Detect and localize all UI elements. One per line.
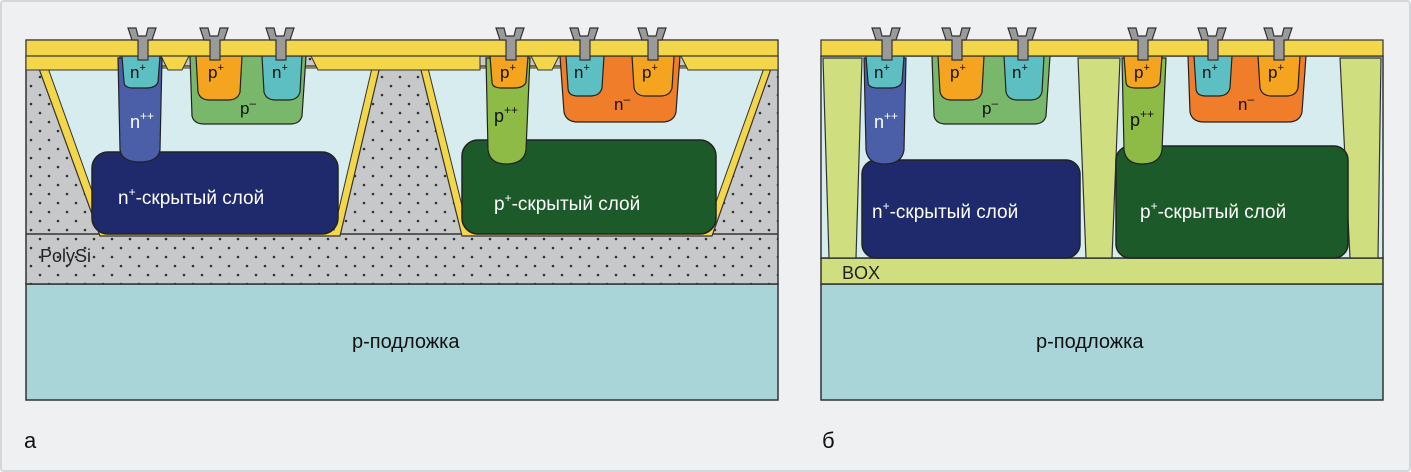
panel-a-contact-4 [495, 27, 525, 61]
panel-a-n-buried-label: n+-скрытый слой [118, 185, 264, 209]
panel-b-n-plus-3 [1193, 55, 1233, 97]
panel-b-n-minus-label: n– [1238, 92, 1254, 114]
panel-a-p-plus-label-3: p+ [642, 62, 658, 82]
panel-b-letter: б [822, 428, 835, 453]
panel-a-contact-2 [199, 27, 229, 61]
panel-b-n-buried-label: n+-скрытый слой [872, 199, 1018, 223]
panel-a-p-plus-label-2: p+ [500, 62, 516, 82]
panel-b-substrate-label: р-подложка [1036, 331, 1144, 353]
panel-b-p-plus-label-2: p+ [1134, 62, 1150, 82]
panel-b-p-plus-label-1: p+ [950, 62, 966, 82]
panel-b-contact-2 [941, 27, 971, 61]
panel-a-p-minus-label: p– [240, 96, 256, 118]
panel-a-letter: а [24, 428, 37, 453]
panel-a-p-pp-label: p++ [494, 103, 518, 126]
panel-b-substrate [820, 283, 1384, 401]
panel-b-contact-4 [1127, 27, 1157, 61]
panel-a-n-buried-layer [91, 151, 339, 235]
panel-a-contact-1 [127, 27, 157, 61]
panel-a-n-plus-1 [121, 55, 161, 89]
panel-a-polysi-label: PolySi [40, 246, 91, 266]
panel-a-p-buried-layer [461, 139, 717, 235]
panel-b-trench-2 [1077, 57, 1121, 259]
panel-b-p-buried-label: p+-скрытый слой [1140, 199, 1286, 223]
panel-a-substrate-label: р-подложка [352, 331, 460, 353]
panel-b-n-plus-label-1: n+ [874, 62, 890, 82]
panel-a-n-pp-label: n++ [130, 109, 154, 132]
panel-b-n-plus-2 [1003, 55, 1045, 101]
panel-a-p-plus-2 [489, 55, 529, 89]
panel-a-n-minus-label: n– [614, 92, 630, 114]
panel-a-contact-6 [637, 27, 667, 61]
panel-b-n-buried-layer [861, 159, 1081, 259]
panel-b: n+ n++ p+ n+ p– p+ p++ n+ p+ n– n+-скрыт… [820, 27, 1384, 453]
panel-b-p-plus-label-3: p+ [1268, 62, 1284, 82]
panel-a-p-plus-1 [195, 55, 243, 101]
panel-a-substrate [25, 283, 779, 401]
panel-a-p-buried-label: p+-скрытый слой [494, 191, 640, 215]
panel-b-contact-6 [1263, 27, 1293, 61]
panel-a-n-plus-2 [261, 55, 303, 101]
panel-b-n-pp-label: n++ [874, 109, 898, 132]
panel-b-p-buried-layer [1115, 145, 1349, 259]
panel-b-trench-1 [822, 57, 863, 259]
panel-a-contact-3 [265, 27, 295, 61]
panel-a: n+ n++ p+ n+ p– p+ p++ n+ p+ n– n+-скрыт… [24, 27, 779, 453]
panel-a-n-plus-label-2: n+ [272, 62, 288, 82]
panel-b-n-plus-1 [865, 55, 905, 89]
panel-b-n-plus-label-2: n+ [1012, 62, 1028, 82]
panel-a-p-plus-label-1: p+ [208, 62, 224, 82]
panel-a-n-plus-label-1: n+ [130, 62, 146, 82]
panel-a-n-plus-label-3: n+ [574, 62, 590, 82]
panel-a-n-plus-3 [565, 55, 605, 97]
panel-b-contact-1 [871, 27, 901, 61]
panel-b-p-plus-2 [1123, 55, 1163, 89]
panel-b-p-pp-label: p++ [1130, 107, 1154, 130]
panel-b-p-plus-1 [937, 55, 985, 101]
panel-a-contact-5 [569, 27, 599, 61]
panel-b-contact-5 [1197, 27, 1227, 61]
panel-b-box-label: BOX [842, 263, 880, 283]
panel-b-top-oxide [820, 39, 1384, 57]
panel-b-p-minus-label: p– [982, 96, 998, 118]
panel-b-p-plus-3 [1257, 55, 1301, 97]
panel-b-metal-contacts [871, 27, 1293, 61]
panel-b-contact-3 [1007, 27, 1037, 61]
panel-a-metal-contacts [127, 27, 667, 61]
panel-b-n-plus-label-3: n+ [1202, 62, 1218, 82]
panel-b-box [820, 257, 1384, 285]
panel-a-p-plus-3 [631, 55, 675, 97]
